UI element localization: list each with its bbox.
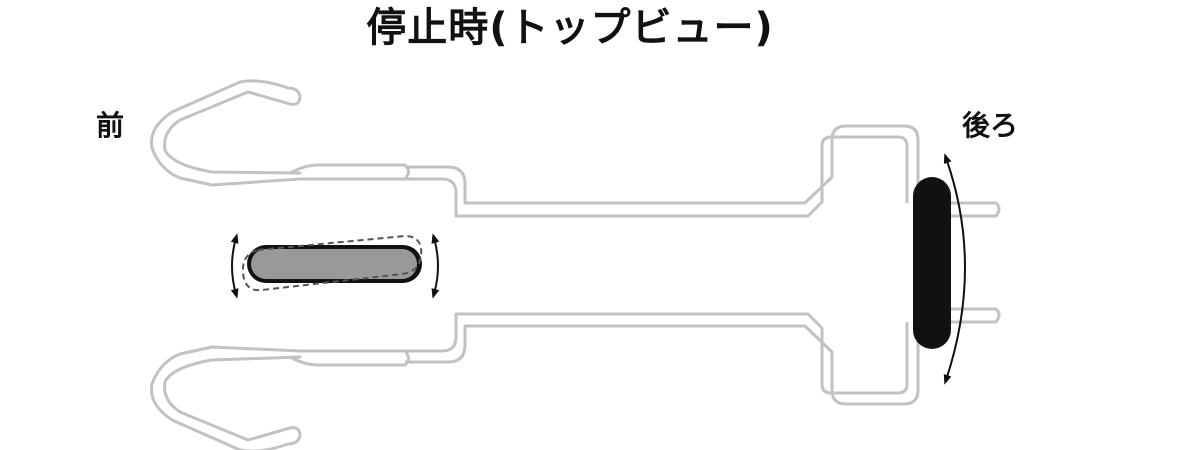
- frame-main-outline: [405, 124, 1001, 406]
- front-socket-top: [289, 163, 410, 181]
- rear-wheel: [913, 177, 951, 349]
- front-wheel: [241, 234, 423, 292]
- rear-label: 後ろ: [962, 109, 1019, 142]
- front-wheel-dashed-outline: [241, 234, 423, 292]
- front-label: 前: [96, 109, 125, 142]
- front-wheel-arrows: [230, 233, 440, 299]
- handlebar-top: [149, 79, 302, 187]
- handlebar-bottom: [149, 345, 302, 450]
- front-socket-bottom: [289, 349, 410, 367]
- rear-wheel-arrow: [943, 153, 966, 385]
- frame-inner-outline: [405, 135, 909, 395]
- front-wheel-body: [251, 249, 417, 279]
- page-title: 停止時(トップビュー): [366, 5, 774, 51]
- front-right-arrow: [431, 233, 440, 299]
- handlebars: [149, 79, 302, 450]
- front-left-arrow: [230, 233, 239, 299]
